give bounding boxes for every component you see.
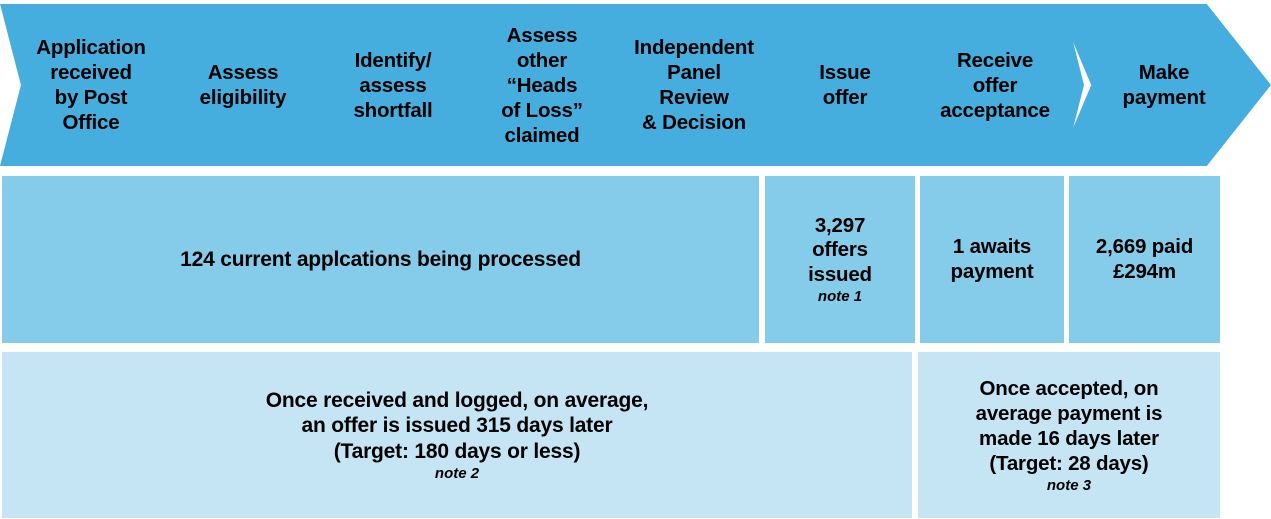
- process-step-assess-eligibility[interactable]: Assess eligibility: [155, 4, 331, 166]
- process-step-label: Independent Panel Review & Decision: [634, 36, 754, 134]
- stat-cell-current-applications: 124 current applcations being processed: [2, 176, 759, 343]
- process-step-application-received[interactable]: Application received by Post Office: [0, 4, 182, 166]
- process-step-label: Make payment: [1122, 61, 1206, 109]
- stat-value: 2,669 paid £294m: [1095, 234, 1194, 283]
- stat-value: 1 awaits payment: [950, 234, 1034, 283]
- process-step-make-payment[interactable]: Make payment: [1057, 4, 1271, 166]
- note-reference: note 3: [1046, 477, 1092, 494]
- process-step-label: Application received by Post Office: [36, 36, 146, 134]
- stat-block: 3,297 offers issued note 1: [808, 214, 872, 306]
- stat-cell-paid-total: 2,669 paid £294m: [1069, 176, 1220, 343]
- process-step-label: Identify/ assess shortfall: [353, 48, 433, 122]
- process-step-independent-panel-review[interactable]: Independent Panel Review & Decision: [604, 4, 784, 166]
- timing-value: Once received and logged, on average, an…: [265, 388, 649, 463]
- stat-cell-offers-issued: 3,297 offers issued note 1: [765, 176, 915, 343]
- statistics-row: 124 current applcations being processed …: [0, 176, 1271, 343]
- timing-cell-offer-issue-time: Once received and logged, on average, an…: [2, 352, 912, 518]
- timing-block: Once accepted, on average payment is mad…: [976, 376, 1163, 494]
- note-reference: note 2: [434, 465, 480, 483]
- timing-cell-payment-time: Once accepted, on average payment is mad…: [918, 352, 1220, 518]
- process-step-label: Receive offer acceptance: [940, 48, 1050, 122]
- process-step-label: Issue offer: [819, 61, 871, 109]
- process-step-receive-offer-acceptance[interactable]: Receive offer acceptance: [906, 4, 1084, 166]
- process-step-label: Assess eligibility: [199, 61, 287, 109]
- timing-value: Once accepted, on average payment is mad…: [975, 377, 1163, 475]
- timing-row: Once received and logged, on average, an…: [0, 352, 1271, 518]
- stat-value: 124 current applcations being processed: [180, 247, 581, 271]
- note-reference: note 1: [817, 288, 863, 306]
- process-step-label: Assess other “Heads of Loss” claimed: [501, 23, 583, 147]
- stat-cell-awaits-payment: 1 awaits payment: [920, 176, 1064, 343]
- process-step-assess-other-heads-of-loss[interactable]: Assess other “Heads of Loss” claimed: [453, 4, 631, 166]
- stat-value: 3,297 offers issued: [808, 213, 872, 286]
- process-chevron-bar: Application received by Post Office Asse…: [0, 4, 1271, 166]
- process-step-identify-assess-shortfall[interactable]: Identify/ assess shortfall: [305, 4, 481, 166]
- process-step-issue-offer[interactable]: Issue offer: [757, 4, 933, 166]
- timing-block: Once received and logged, on average, an…: [265, 388, 649, 483]
